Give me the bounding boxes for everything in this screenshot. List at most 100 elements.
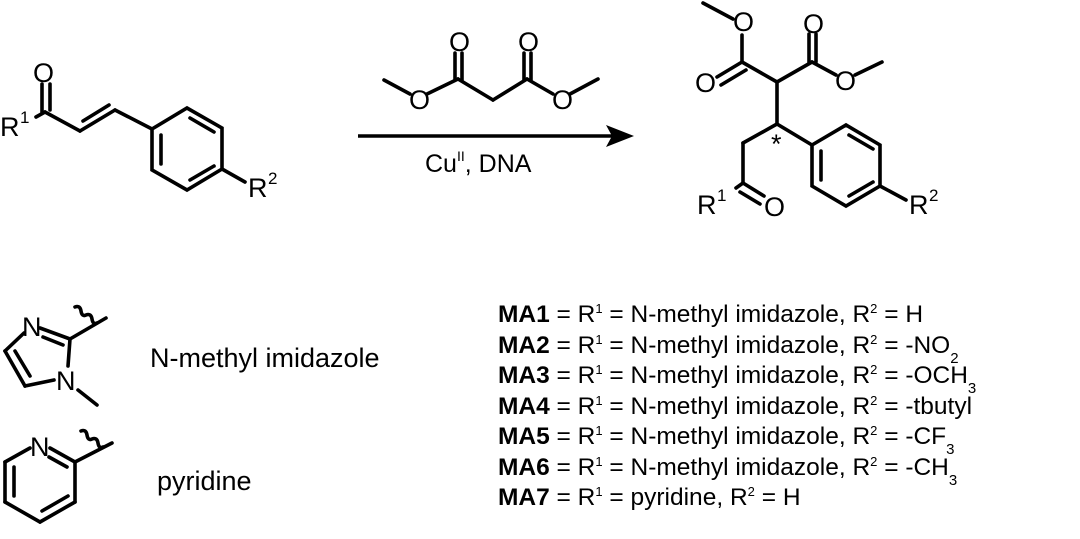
oxygen-label: O (552, 85, 573, 115)
r2-symbol: R (852, 331, 871, 359)
oxygen-label: O (695, 68, 716, 98)
legend-row: MA5 = R1 = N-methyl imidazole, R2 = -CF3 (498, 422, 976, 457)
r1-value: N-methyl imidazole (630, 392, 839, 420)
compound-id: MA1 (498, 301, 550, 328)
r1-value: N-methyl imidazole (630, 331, 839, 359)
separator: , (838, 453, 853, 481)
bond (715, 60, 744, 79)
r2-superscript: 2 (870, 301, 878, 316)
equals-sign: = (877, 423, 906, 450)
equals-sign: = (877, 453, 906, 481)
r2-superscript: 2 (870, 453, 878, 469)
compound-id: MA5 (498, 423, 550, 450)
bond (38, 326, 72, 341)
equals-sign: = (754, 484, 783, 511)
bond (47, 455, 69, 469)
equals-sign: = (602, 392, 631, 420)
equals-sign: = (877, 392, 906, 420)
bond (719, 68, 748, 87)
bond (701, 1, 735, 21)
legend-row: MA4 = R1 = N-methyl imidazole, R2 = -tbu… (498, 392, 976, 423)
bond (3, 446, 32, 464)
bond (73, 441, 114, 464)
wavy-attachment-icon (73, 304, 99, 326)
bond (775, 122, 814, 147)
bond (66, 337, 72, 368)
r2-symbol: R (852, 362, 871, 389)
equals-sign: = (549, 423, 578, 450)
r2-subscript: 2 (950, 349, 959, 367)
r2-superscript: 2 (870, 331, 878, 347)
oxygen-label: O (518, 27, 539, 57)
r1-superscript: 1 (595, 301, 603, 316)
reaction-conditions: CuII, DNA (425, 148, 532, 178)
bond (188, 164, 216, 182)
r1-label: R (697, 190, 717, 220)
equals-sign: = (549, 484, 578, 511)
bond (76, 388, 99, 407)
bond (878, 184, 908, 202)
nitrogen-label: N (56, 366, 76, 396)
r2-subscript: 3 (946, 441, 955, 458)
equals-sign: = (602, 331, 631, 359)
oxygen-label: O (764, 192, 785, 222)
bond (3, 331, 26, 353)
r2-subscript: 3 (967, 380, 977, 397)
bond (40, 494, 70, 513)
r2-symbol: R (852, 423, 871, 450)
legend-row: MA7 = R1 = pyridine, R2 = H (498, 483, 976, 514)
r2-superscript: 2 (870, 423, 878, 438)
nitrogen-label: N (22, 312, 42, 342)
bond (188, 116, 216, 134)
r2-superscript: 2 (929, 186, 938, 205)
nitrogen-label: N (30, 432, 50, 462)
r2-value: -CH (905, 453, 949, 481)
bond (425, 77, 460, 96)
compound-id: MA6 (498, 453, 550, 481)
legend-row: MA6 = R1 = N-methyl imidazole, R2 = -CH3 (498, 453, 976, 488)
r1-symbol: R (577, 362, 596, 389)
r1-value: N-methyl imidazole (630, 362, 839, 389)
oxygen-label: O (835, 66, 856, 96)
equals-sign: = (549, 362, 578, 389)
bond (847, 133, 875, 151)
compound-id: MA3 (498, 362, 550, 389)
pyridine-structure: N (3, 428, 114, 524)
r2-superscript: 2 (747, 484, 755, 499)
bond (738, 190, 762, 206)
r2-symbol: R (852, 301, 871, 328)
bond (847, 180, 875, 198)
equals-sign: = (602, 362, 631, 389)
equals-sign: = (602, 484, 631, 511)
r2-value: -CF (905, 423, 947, 450)
separator: , (838, 331, 853, 359)
r1-symbol: R (577, 331, 596, 359)
r2-value: -tbutyl (905, 392, 973, 420)
stereocenter-mark: * (771, 129, 782, 159)
equals-sign: = (877, 362, 906, 389)
r2-label: R (248, 173, 268, 203)
oxygen-label: O (449, 27, 470, 57)
r1-label: R (0, 112, 20, 142)
wavy-attachment-icon (79, 428, 105, 450)
bond (382, 78, 412, 96)
bond (43, 110, 82, 133)
bond (38, 500, 77, 524)
r1-superscript: 1 (595, 362, 603, 377)
bond (78, 108, 117, 133)
equals-sign: = (549, 331, 578, 359)
compound-id: MA4 (498, 392, 550, 420)
bond (48, 446, 77, 464)
equals-sign: = (602, 453, 631, 481)
equals-sign: = (877, 331, 906, 359)
r1-superscript: 1 (595, 423, 603, 438)
oxygen-label: O (33, 58, 54, 88)
oxygen-label: O (803, 9, 824, 39)
bond (775, 60, 814, 84)
separator: , (838, 362, 853, 389)
compound-id: MA2 (498, 331, 550, 359)
bond (81, 103, 111, 123)
reaction-arrow (358, 125, 634, 147)
bond (3, 349, 27, 388)
